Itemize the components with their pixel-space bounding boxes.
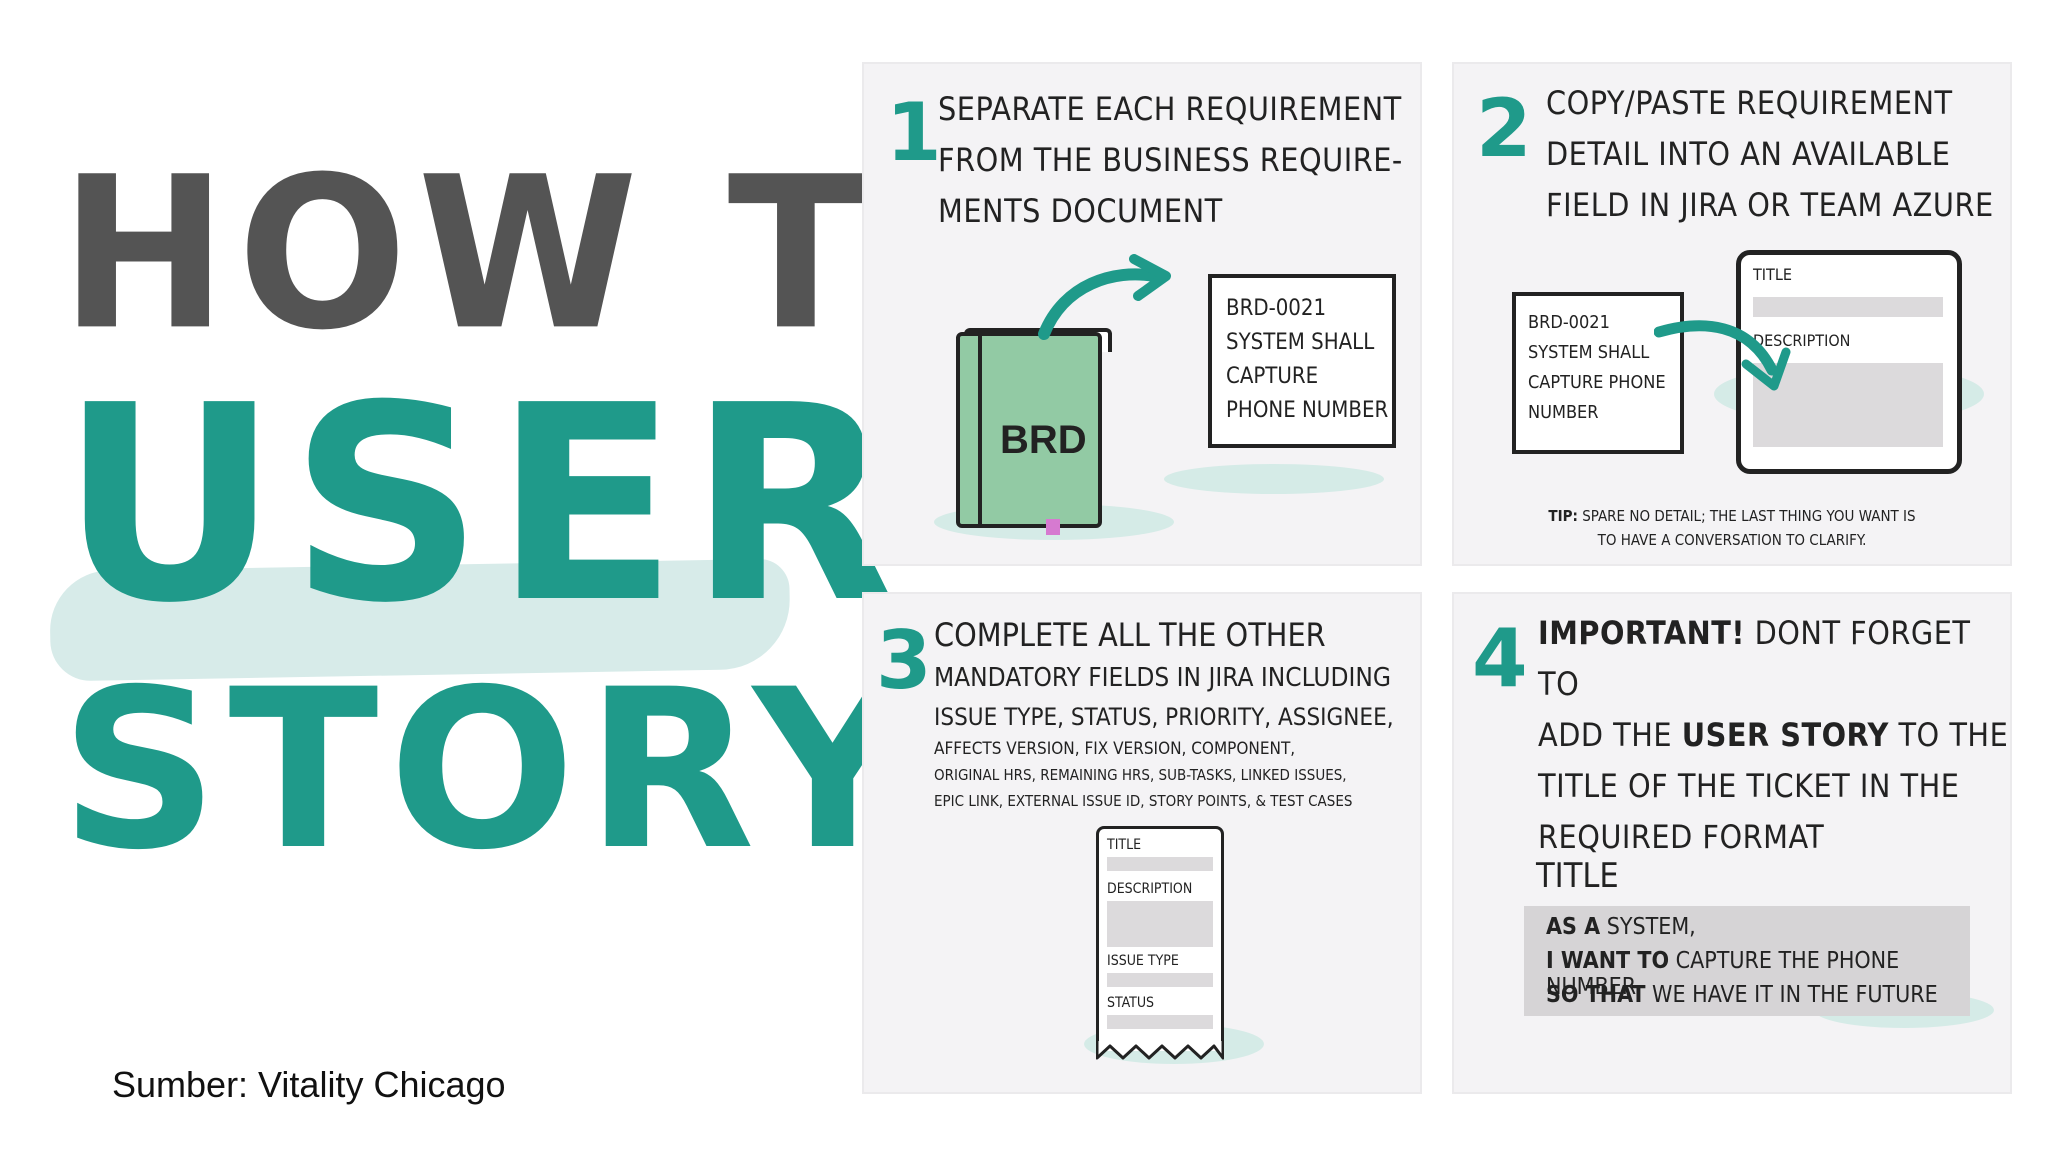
step-3-line: MANDATORY FIELDS IN JIRA INCLUDING <box>934 663 1391 693</box>
step-4-line-2-a: ADD THE <box>1538 716 1682 754</box>
book-label: BRD <box>1000 418 1087 462</box>
tip-label: TIP: <box>1548 507 1578 525</box>
story-line-3: SO THAT WE HAVE IT IN THE FUTURE <box>1546 982 1938 1008</box>
important-label: IMPORTANT! <box>1538 614 1745 652</box>
step-4-text: IMPORTANT! DONT FORGET TO ADD THE USER S… <box>1538 608 2010 863</box>
card-line: NUMBER <box>1528 402 1599 423</box>
step-number-4: 4 <box>1472 612 1528 705</box>
hero-user-wrap: USER <box>49 347 907 682</box>
step-3-text: COMPLETE ALL THE OTHER MANDATORY FIELDS … <box>934 612 1394 814</box>
tip-line-2: TO HAVE A CONVERSATION TO CLARIFY. <box>1597 531 1867 549</box>
bookmark-icon <box>1046 519 1060 535</box>
step-1-line: MENTS DOCUMENT <box>938 192 1223 230</box>
card-line: BRD-0021 <box>1528 312 1610 333</box>
source-caption: Sumber: Vitality Chicago <box>112 1064 506 1105</box>
step-3-line: ISSUE TYPE, STATUS, PRIORITY, ASSIGNEE, <box>934 703 1394 731</box>
zigzag-edge-icon <box>1096 1041 1224 1060</box>
ticket-field-title: TITLE <box>1107 837 1142 853</box>
card-line: PHONE NUMBER <box>1226 398 1389 423</box>
card-line: CAPTURE <box>1226 364 1319 389</box>
step-panel-1: 1 SEPARATE EACH REQUIREMENT FROM THE BUS… <box>862 62 1422 566</box>
story-line-2: I WANT TO CAPTURE THE PHONE NUMBER <box>1546 948 1970 1000</box>
step-3-small-line: ORIGINAL HRS, REMAINING HRS, SUB-TASKS, … <box>934 766 1347 784</box>
step-3-small-line: AFFECTS VERSION, FIX VERSION, COMPONENT, <box>934 739 1296 759</box>
requirement-card-copy: BRD-0021 SYSTEM SHALL CAPTURE PHONE NUMB… <box>1512 292 1684 454</box>
step-2-line: DETAIL INTO AN AVAILABLE <box>1546 135 1951 173</box>
story-text: WE HAVE IT IN THE FUTURE <box>1645 982 1938 1008</box>
step-3-small-line: EPIC LINK, EXTERNAL ISSUE ID, STORY POIN… <box>934 792 1353 810</box>
step-3-line: COMPLETE ALL THE OTHER <box>934 616 1326 654</box>
step-4-line-2-c: TO THE <box>1888 716 2009 754</box>
ticket-field-status: STATUS <box>1107 995 1155 1011</box>
hero-line-how-to: HOW TO <box>60 132 1055 377</box>
user-story-title-box: AS A SYSTEM, I WANT TO CAPTURE THE PHONE… <box>1524 906 1970 1016</box>
ticket-description-bar <box>1107 901 1213 947</box>
card-line: BRD-0021 <box>1226 296 1327 321</box>
ticket-title-bar <box>1107 857 1213 871</box>
ticket-status-bar <box>1107 1015 1213 1029</box>
step-panel-3: 3 COMPLETE ALL THE OTHER MANDATORY FIELD… <box>862 592 1422 1094</box>
story-keyword: AS A <box>1546 914 1601 940</box>
card-line: SYSTEM SHALL <box>1528 342 1650 363</box>
step-2-text: COPY/PASTE REQUIREMENT DETAIL INTO AN AV… <box>1546 78 1994 231</box>
step-number-2: 2 <box>1476 82 1532 175</box>
ticket-issue-type-bar <box>1107 973 1213 987</box>
requirement-card-copy-text: BRD-0021 SYSTEM SHALL CAPTURE PHONE NUMB… <box>1528 308 1666 428</box>
step-panel-4: 4 IMPORTANT! DONT FORGET TO ADD THE USER… <box>1452 592 2012 1094</box>
curved-arrow-icon <box>1654 320 1791 391</box>
ticket-field-description: DESCRIPTION <box>1107 881 1193 897</box>
card-shadow <box>1164 464 1384 494</box>
jira-ticket-card: TITLE DESCRIPTION ISSUE TYPE STATUS <box>1096 826 1224 1051</box>
step-1-line: FROM THE BUSINESS REQUIRE- <box>938 141 1403 179</box>
form-title-label: TITLE <box>1753 265 1792 284</box>
curved-arrow-icon <box>1038 254 1171 340</box>
step-1-text: SEPARATE EACH REQUIREMENT FROM THE BUSIN… <box>938 84 1403 237</box>
hero-title: HOW TO USER STORY <box>49 132 1055 898</box>
step-1-line: SEPARATE EACH REQUIREMENT <box>938 90 1402 128</box>
tip-line-1: SPARE NO DETAIL; THE LAST THING YOU WANT… <box>1577 507 1916 525</box>
user-story-emphasis: USER STORY <box>1681 716 1889 754</box>
book-illustration: BRD <box>956 332 1102 528</box>
card-line: SYSTEM SHALL <box>1226 330 1375 355</box>
step-number-3: 3 <box>876 614 932 707</box>
story-text: SYSTEM, <box>1600 914 1696 940</box>
step-2-line: FIELD IN JIRA OR TEAM AZURE <box>1546 186 1994 224</box>
form-title-field <box>1753 297 1943 317</box>
tip-text: TIP: SPARE NO DETAIL; THE LAST THING YOU… <box>1454 504 2010 552</box>
step-4-line-1-rest: DONT FORGET TO <box>1538 614 1971 703</box>
form-description-label: DESCRIPTION <box>1753 331 1851 350</box>
hero-line-story: STORY <box>60 642 923 898</box>
step-4-line-3: TITLE OF THE TICKET IN THE <box>1538 767 1960 805</box>
story-keyword: SO THAT <box>1546 982 1646 1008</box>
story-line-1: AS A SYSTEM, <box>1546 914 1696 940</box>
story-keyword: I WANT TO <box>1546 948 1670 974</box>
step-2-line: COPY/PASTE REQUIREMENT <box>1546 84 1953 122</box>
form-description-field <box>1753 363 1943 447</box>
step-number-1: 1 <box>886 86 942 179</box>
card-line: CAPTURE PHONE <box>1528 372 1666 393</box>
hero-line-user: USER <box>60 347 907 662</box>
book-spine <box>978 336 982 524</box>
title-label: TITLE <box>1536 856 1619 896</box>
step-4-line-4: REQUIRED FORMAT <box>1538 818 1825 856</box>
story-text: CAPTURE THE PHONE NUMBER <box>1546 948 1900 1000</box>
ticket-field-issue-type: ISSUE TYPE <box>1107 953 1179 969</box>
step-panel-2: 2 COPY/PASTE REQUIREMENT DETAIL INTO AN … <box>1452 62 2012 566</box>
requirement-card: BRD-0021 SYSTEM SHALL CAPTURE PHONE NUMB… <box>1208 274 1396 448</box>
requirement-card-text: BRD-0021 SYSTEM SHALL CAPTURE PHONE NUMB… <box>1226 292 1388 428</box>
